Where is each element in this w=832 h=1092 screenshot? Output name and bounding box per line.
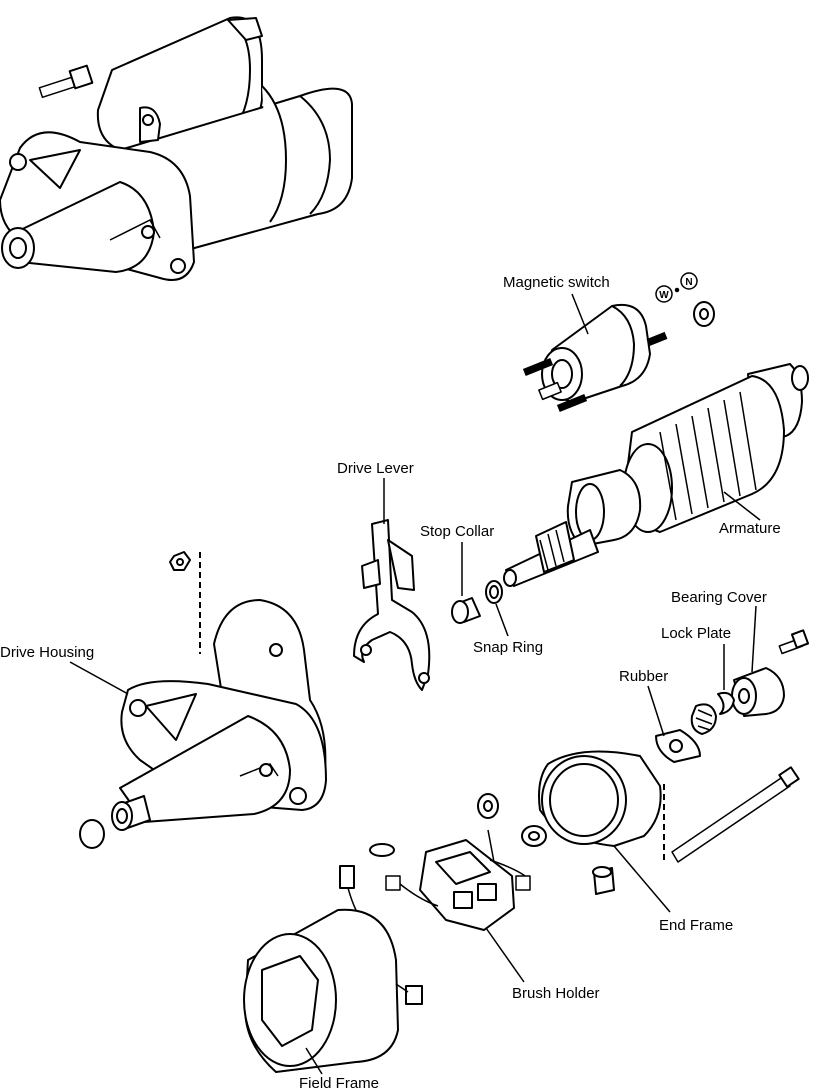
nut-marker: N xyxy=(685,277,692,288)
label-field-frame: Field Frame xyxy=(299,1075,379,1092)
bearing-cover-part xyxy=(731,629,810,717)
rubber-part xyxy=(655,729,701,763)
leader-lines xyxy=(69,293,761,1075)
label-lock-plate: Lock Plate xyxy=(661,625,731,642)
snap-ring-part xyxy=(485,580,503,604)
nut-marker-icon xyxy=(680,272,698,290)
part-labels: Magnetic switch Drive Lever Stop Collar … xyxy=(0,274,781,1092)
label-drive-housing: Drive Housing xyxy=(0,644,94,661)
label-end-frame: End Frame xyxy=(659,917,733,934)
end-frame-part xyxy=(521,750,800,895)
label-snap-ring: Snap Ring xyxy=(473,639,543,656)
label-armature: Armature xyxy=(719,520,781,537)
label-magnetic-switch: Magnetic switch xyxy=(503,274,610,291)
stop-collar-part xyxy=(451,597,481,624)
drive-housing-part xyxy=(79,551,327,849)
mounting-bolt-top xyxy=(38,64,94,99)
drive-lever-part xyxy=(353,519,431,691)
field-frame-part xyxy=(243,865,423,1073)
magnetic-switch-part: W N xyxy=(522,272,715,413)
brush-holder-part xyxy=(369,793,531,931)
label-bearing-cover: Bearing Cover xyxy=(671,589,767,606)
lock-plate-part xyxy=(690,691,735,735)
washer-marker: W xyxy=(659,290,669,301)
label-drive-lever: Drive Lever xyxy=(337,460,414,477)
label-stop-collar: Stop Collar xyxy=(420,523,494,540)
assembled-starter xyxy=(0,16,353,281)
label-rubber: Rubber xyxy=(619,668,668,685)
washer-marker-icon xyxy=(655,285,673,303)
label-brush-holder: Brush Holder xyxy=(512,985,600,1002)
armature-part xyxy=(503,363,809,587)
